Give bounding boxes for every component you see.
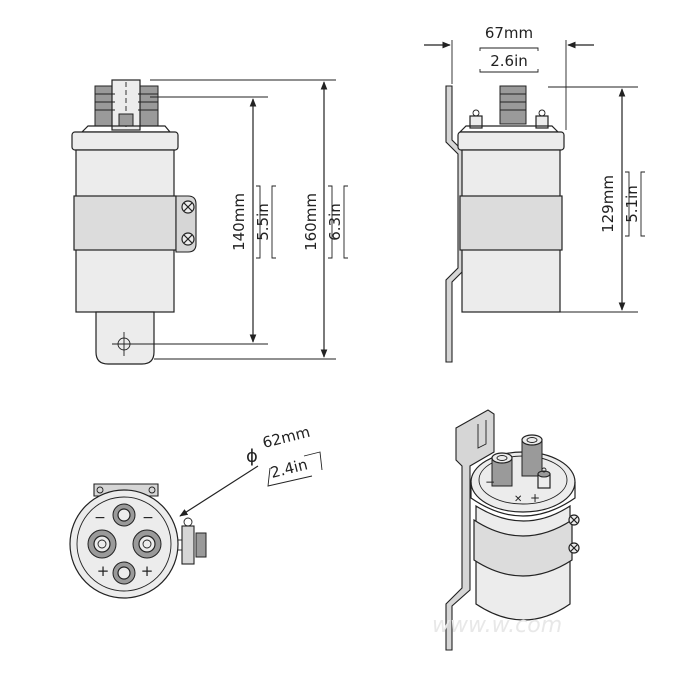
top-terminal-lower — [112, 561, 136, 585]
plus-mark-right: + — [141, 562, 154, 580]
iso-mount-bracket — [445, 409, 495, 651]
iso-plus-mark: + — [530, 491, 540, 505]
iso-clamp-screws — [568, 514, 580, 554]
top-terminal-upper — [112, 503, 136, 527]
side-clamp-band — [459, 195, 563, 251]
dim-160mm-metric: 160mm — [302, 193, 320, 251]
iso-minus-mark: − — [485, 475, 495, 489]
dim-129mm: 129mm 5.1in — [599, 88, 645, 311]
dim-160mm: 160mm 6.3in — [302, 81, 348, 358]
iso-terminal-left — [491, 452, 513, 487]
dim-160mm-imperial: 6.3in — [326, 203, 344, 241]
side-mount-bracket — [445, 85, 465, 363]
dim-129mm-imperial: 5.1in — [623, 185, 641, 223]
plus-mark-left: + — [97, 562, 110, 580]
top-terminal-left-hv — [87, 529, 117, 559]
front-view — [71, 79, 336, 365]
minus-mark-right: − — [142, 510, 154, 526]
dim-diameter: ϕ 62mm 2.4in — [246, 423, 323, 487]
front-terminal-tower — [80, 79, 172, 133]
side-terminal-tower — [458, 85, 560, 133]
isometric-view: − ✕ + — [445, 409, 580, 651]
iso-terminal-bolt — [537, 467, 551, 489]
dim-140mm: 140mm 5.5in — [230, 98, 276, 343]
top-outer-rim — [69, 489, 179, 599]
top-side-bolt — [178, 517, 207, 565]
iso-terminal-center — [521, 434, 543, 477]
front-bottom-tab — [95, 311, 155, 365]
dim-140mm-imperial: 5.5in — [254, 203, 272, 241]
side-cap — [457, 131, 565, 151]
dim-diameter-metric: 62mm — [261, 423, 312, 452]
dim-67mm-metric: 67mm — [485, 24, 533, 42]
minus-mark-left: − — [94, 510, 106, 526]
front-side-bracket — [175, 195, 197, 253]
iso-cross-mark: ✕ — [514, 494, 522, 505]
diameter-symbol: ϕ — [246, 446, 258, 467]
dim-67mm: 67mm 2.6in — [424, 24, 594, 73]
dim-129mm-metric: 129mm — [599, 175, 617, 233]
dim-67mm-imperial: 2.6in — [490, 52, 528, 70]
front-cap — [71, 131, 179, 151]
side-view — [445, 40, 638, 363]
watermark: www.w.com — [432, 613, 562, 638]
front-clamp-band — [73, 195, 177, 251]
top-view: − − + + — [69, 465, 259, 599]
dim-140mm-metric: 140mm — [230, 193, 248, 251]
iso-clamp-band — [473, 518, 573, 577]
top-terminal-right-hv — [132, 529, 162, 559]
